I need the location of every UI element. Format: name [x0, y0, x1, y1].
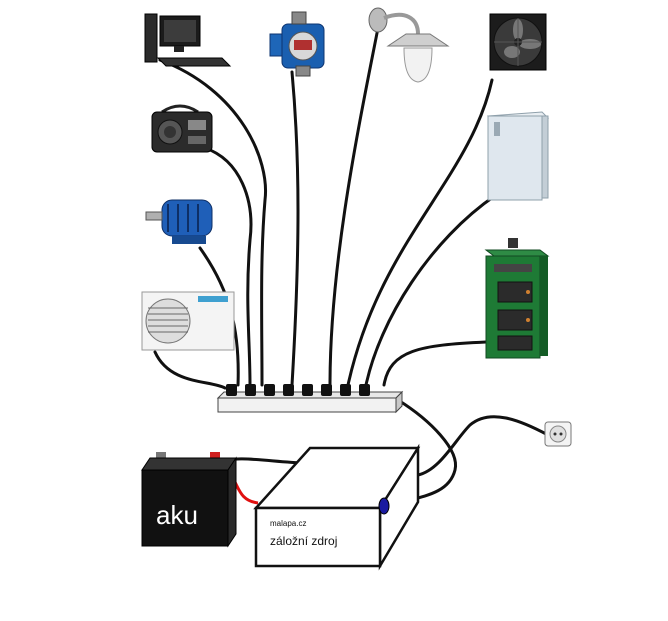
wall-socket-icon: [544, 421, 572, 447]
air-conditioner-icon: [141, 291, 235, 351]
cable-lamp: [328, 26, 380, 387]
wall-fan-icon: [489, 13, 547, 71]
ups-brand: malapa.cz: [270, 519, 306, 528]
plug: [283, 384, 294, 396]
plug: [226, 384, 237, 396]
power-strip: [216, 384, 404, 414]
cable-boiler: [382, 340, 488, 387]
cable-pump: [290, 70, 300, 387]
plug: [359, 384, 370, 396]
plug: [340, 384, 351, 396]
ups-label: záložní zdroj: [270, 534, 337, 548]
radio-icon: [151, 104, 213, 153]
battery-label: aku: [156, 500, 198, 530]
cable-fridge: [364, 193, 498, 387]
wall-lamp-icon: [368, 7, 450, 83]
cable-computer: [158, 58, 268, 387]
plug: [321, 384, 332, 396]
cable-fan: [346, 78, 494, 387]
battery: aku: [141, 452, 237, 548]
computer-icon: [144, 13, 232, 67]
plug: [302, 384, 313, 396]
ups-box: malapa.cz záložní zdroj: [253, 443, 421, 571]
circulation-pump-icon: [269, 11, 325, 77]
cable-ups-wall: [416, 415, 550, 477]
electric-motor-icon: [145, 199, 213, 244]
fridge-icon: [486, 111, 550, 201]
ups-indicator: [378, 497, 390, 515]
cable-strip-ups: [396, 398, 458, 502]
plug: [245, 384, 256, 396]
plug: [264, 384, 275, 396]
cable-ac: [153, 350, 227, 390]
cable-radio: [203, 146, 253, 387]
boiler-icon: [484, 238, 550, 359]
